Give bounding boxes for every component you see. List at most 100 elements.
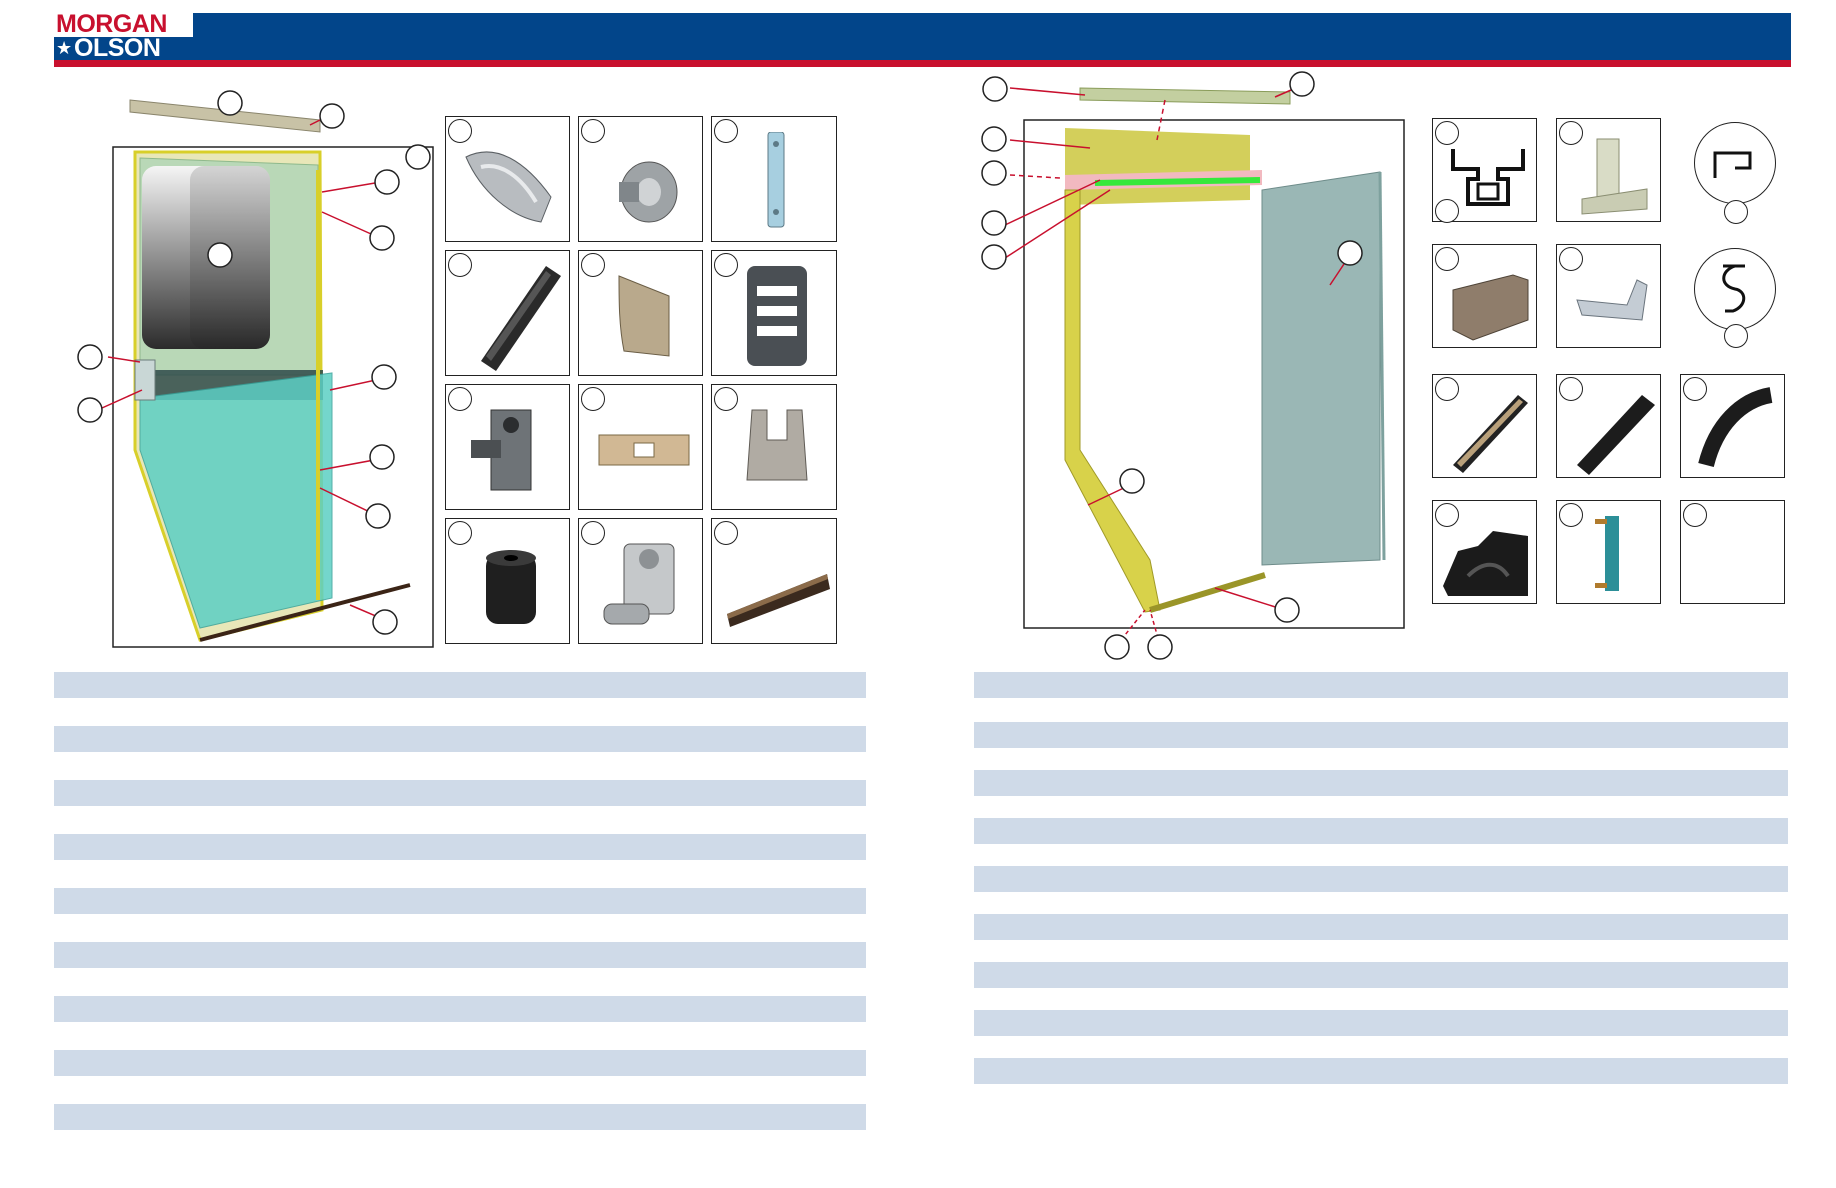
top-rail-part <box>129 99 321 133</box>
right-diagram-frame <box>1023 119 1405 629</box>
part-lock-cylinder <box>578 518 703 644</box>
callout-4 <box>374 169 400 195</box>
part-bracket-curved <box>578 250 703 376</box>
table-row <box>974 914 1788 940</box>
door-slab <box>1261 171 1381 566</box>
callout-7 <box>1337 240 1363 266</box>
part-callout <box>448 521 472 545</box>
part-latch-handle <box>445 116 570 242</box>
part-roller <box>578 116 703 242</box>
callout-9 <box>1274 597 1300 623</box>
callout-11 <box>1147 634 1173 660</box>
table-row <box>54 1104 866 1130</box>
window-glass <box>142 166 270 349</box>
part-gasket-frame <box>711 250 837 376</box>
part-callout <box>1683 377 1707 401</box>
part-bumper <box>445 518 570 644</box>
part-mount-bracket <box>1556 244 1661 348</box>
part-callout <box>581 119 605 143</box>
callout-11 <box>365 503 391 529</box>
right-parts-table <box>974 672 1788 1084</box>
part-callout <box>714 253 738 277</box>
callout-2 <box>319 103 345 129</box>
table-row <box>974 770 1788 796</box>
callout-3 <box>981 126 1007 152</box>
part-seal-strip-a <box>1432 374 1537 478</box>
header-bar <box>54 13 1791 60</box>
bottom-sweep-part <box>199 583 411 642</box>
left-callouts <box>77 90 431 635</box>
table-row <box>974 722 1788 748</box>
part-angle-bracket <box>1432 244 1537 348</box>
callout-4 <box>981 160 1007 186</box>
callout-12 <box>372 609 398 635</box>
part-callout <box>714 119 738 143</box>
callout-2 <box>1289 71 1315 97</box>
table-row <box>974 1058 1788 1084</box>
door-frame-bottom <box>1149 572 1266 613</box>
part-seal-strip-b <box>1556 374 1661 478</box>
logo-line-1: MORGAN <box>56 10 167 38</box>
part-pin <box>711 116 837 242</box>
part-callout <box>1435 199 1459 223</box>
part-callout <box>448 119 472 143</box>
part-callout <box>581 253 605 277</box>
callout-8 <box>77 397 103 423</box>
part-profile-detail-a <box>1694 122 1776 204</box>
part-callout <box>1435 247 1459 271</box>
logo-line-2: OLSON <box>74 34 161 62</box>
part-callout <box>448 387 472 411</box>
left-diagram-frame <box>112 146 434 648</box>
part-callout <box>1559 377 1583 401</box>
callout-10 <box>1104 634 1130 660</box>
door-handle-part <box>134 359 156 401</box>
part-profile-detail-b <box>1694 248 1776 330</box>
part-latch-mechanism <box>445 384 570 510</box>
top-track-part <box>1079 87 1291 105</box>
table-row <box>54 672 866 698</box>
table-row <box>974 818 1788 844</box>
right-parts-grid <box>1432 118 1792 618</box>
part-channel-bracket <box>1556 500 1661 604</box>
part-rubber-strip <box>445 250 570 376</box>
table-row <box>54 996 866 1022</box>
callout-7 <box>77 344 103 370</box>
part-empty-slot <box>1680 500 1785 604</box>
table-row <box>54 726 866 752</box>
callout-5 <box>981 210 1007 236</box>
header-seal-green <box>1094 177 1261 186</box>
part-callout <box>1724 200 1748 224</box>
callout-1 <box>217 90 243 116</box>
part-callout <box>1559 247 1583 271</box>
table-row <box>54 780 866 806</box>
callout-1 <box>982 76 1008 102</box>
part-callout <box>714 387 738 411</box>
callout-8 <box>1119 468 1145 494</box>
table-row <box>54 834 866 860</box>
right-callouts <box>981 71 1363 660</box>
part-callout <box>1724 324 1748 348</box>
table-row <box>974 1010 1788 1036</box>
brand-logo: MORGAN ★ OLSON <box>54 10 193 62</box>
part-callout <box>581 387 605 411</box>
part-callout <box>448 253 472 277</box>
part-callout <box>581 521 605 545</box>
lower-door-panel <box>139 372 333 629</box>
callout-9 <box>371 364 397 390</box>
part-callout <box>1683 503 1707 527</box>
part-roller-guide <box>1556 118 1661 222</box>
part-callout <box>1435 503 1459 527</box>
left-parts-grid <box>445 116 850 644</box>
table-row <box>54 888 866 914</box>
callout-10 <box>369 444 395 470</box>
table-row <box>54 1050 866 1076</box>
callout-5 <box>369 225 395 251</box>
part-callout <box>714 521 738 545</box>
part-callout <box>1559 121 1583 145</box>
table-row <box>974 866 1788 892</box>
star-icon: ★ <box>56 38 73 58</box>
part-bulb-seal <box>1680 374 1785 478</box>
table-row <box>974 962 1788 988</box>
part-bottom-gasket <box>1432 500 1537 604</box>
